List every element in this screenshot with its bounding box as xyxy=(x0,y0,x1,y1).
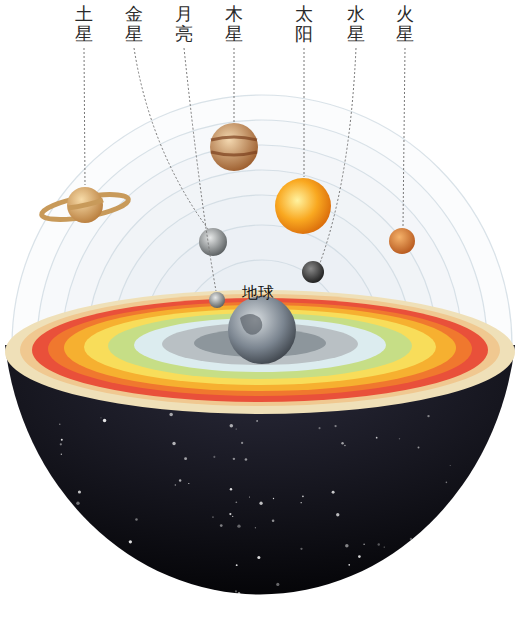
planet-label: 太阳 xyxy=(295,4,313,44)
earth-label: 地球 xyxy=(242,283,274,304)
planet-label: 木星 xyxy=(225,4,243,44)
planet-label: 月亮 xyxy=(175,4,193,44)
planet-label: 土星 xyxy=(75,4,93,44)
planet-label: 金星 xyxy=(125,4,143,44)
planet-label: 水星 xyxy=(347,4,365,44)
planet-label: 火星 xyxy=(396,4,414,44)
